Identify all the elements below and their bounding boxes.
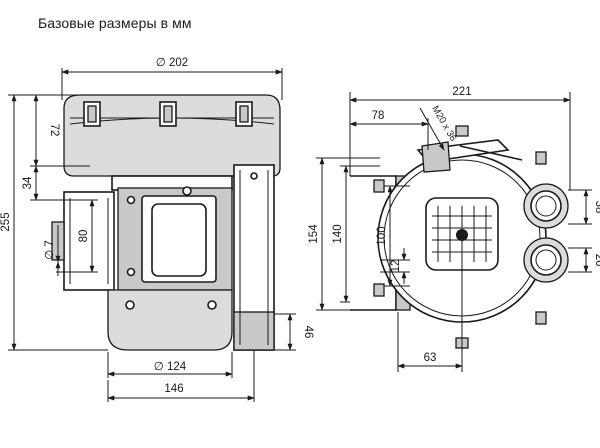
side-view-dimensions: ∅ 202 72 34 255 80 ∅ 7 ∅ 124 146 <box>0 57 314 402</box>
dim-63: 63 <box>424 352 437 364</box>
dim-12: 12 <box>390 260 402 273</box>
dim-46: 46 <box>302 326 314 339</box>
dim-146: 146 <box>164 383 183 395</box>
fan-guard <box>425 197 499 271</box>
dim-26: 26 <box>593 254 600 267</box>
dim-38: 38 <box>593 201 600 214</box>
lifting-lug-left <box>83 101 101 127</box>
front-view <box>350 125 569 349</box>
dim-80: 80 <box>78 230 90 243</box>
dim-124: ∅ 124 <box>154 361 187 373</box>
dim-221: 221 <box>452 86 471 98</box>
dim-140: 140 <box>332 224 344 243</box>
dim-m20: M20 x 36 <box>429 104 458 143</box>
dim-78: 78 <box>372 110 385 122</box>
drawing-title: Базовые размеры в мм <box>38 15 192 31</box>
port-upper <box>523 183 569 229</box>
dim-72: 72 <box>48 124 60 137</box>
dim-7: ∅ 7 <box>44 240 56 260</box>
dim-100: 100 <box>376 226 388 245</box>
port-lower <box>523 237 569 283</box>
outlet-pipe <box>233 164 275 351</box>
lifting-lug-middle <box>159 101 177 127</box>
dim-202: ∅ 202 <box>156 57 188 69</box>
dim-255: 255 <box>0 212 12 231</box>
side-view <box>51 94 281 351</box>
lifting-lug-right <box>235 101 253 127</box>
terminal-box <box>126 186 217 283</box>
dim-154: 154 <box>308 224 320 244</box>
dim-34: 34 <box>22 176 34 189</box>
